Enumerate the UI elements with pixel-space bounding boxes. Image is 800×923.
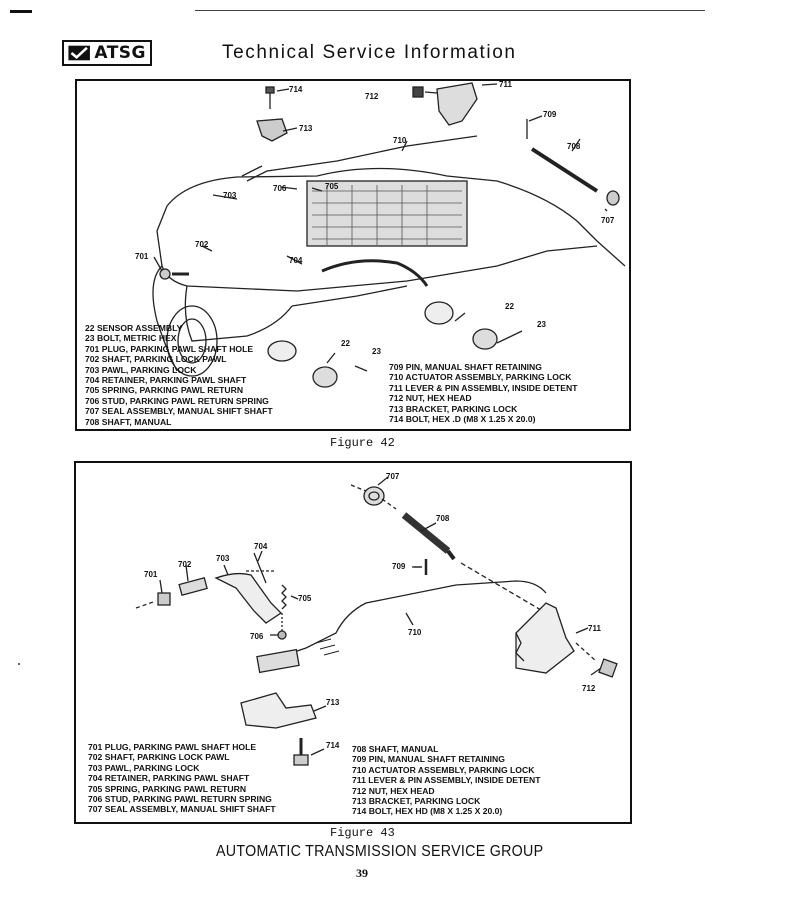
- legend-item: 713 BRACKET, PARKING LOCK: [352, 796, 481, 807]
- callout-22-b: 22: [341, 339, 350, 348]
- callout-711: 711: [588, 624, 601, 633]
- legend-item: 707 SEAL ASSEMBLY, MANUAL SHIFT SHAFT: [88, 804, 276, 815]
- top-rule-mark: [10, 10, 32, 13]
- callout-712: 712: [365, 92, 379, 101]
- figure-42-drawing: 714 712 711 709 713 710 708 703 706 705 …: [135, 81, 626, 388]
- callout-711: 711: [499, 81, 512, 89]
- callout-710: 710: [393, 136, 407, 145]
- legend-item: 709 PIN, MANUAL SHAFT RETAINING: [389, 362, 542, 372]
- atsg-logo: ATSG: [62, 40, 152, 66]
- legend-item: 704 RETAINER, PARKING PAWL SHAFT: [88, 773, 250, 784]
- legend-item: 703 PAWL, PARKING LOCK: [85, 364, 197, 375]
- legend-item: 706 STUD, PARKING PAWL RETURN SPRING: [85, 395, 269, 406]
- callout-713: 713: [326, 698, 340, 707]
- legend-item: 702 SHAFT, PARKING LOCK PAWL: [85, 354, 227, 365]
- legend-item: 706 STUD, PARKING PAWL RETURN SPRING: [88, 794, 272, 805]
- callout-704: 704: [289, 256, 303, 265]
- footer-organization: AUTOMATIC TRANSMISSION SERVICE GROUP: [216, 843, 544, 860]
- figure-42: 714 712 711 709 713 710 708 703 706 705 …: [75, 79, 631, 431]
- callout-707: 707: [386, 472, 400, 481]
- legend-item: 712 NUT, HEX HEAD: [389, 393, 472, 404]
- callout-708: 708: [567, 142, 581, 151]
- callout-23-a: 23: [537, 320, 546, 329]
- page-title: Technical Service Information: [222, 42, 517, 63]
- legend-item: 23 BOLT, METRIC HEX: [85, 333, 177, 344]
- scan-speck: [18, 663, 20, 665]
- callout-701: 701: [144, 570, 158, 579]
- callout-706: 706: [273, 184, 287, 193]
- checkmark-logo-icon: [68, 45, 90, 61]
- legend-item: 705 SPRING, PARKING PAWL RETURN: [85, 385, 244, 396]
- figure-43-caption: Figure 43: [330, 826, 395, 840]
- legend-item: 710 ACTUATOR ASSEMBLY, PARKING LOCK: [389, 372, 572, 383]
- callout-709: 709: [392, 562, 406, 571]
- callout-23-b: 23: [372, 347, 381, 356]
- logo-text: ATSG: [94, 43, 146, 63]
- top-rule: [195, 10, 705, 11]
- callout-703: 703: [223, 191, 237, 200]
- callout-707: 707: [601, 216, 615, 225]
- legend-item: 704 RETAINER, PARKING PAWL SHAFT: [85, 375, 247, 386]
- legend-item: 711 LEVER & PIN ASSEMBLY, INSIDE DETENT: [352, 775, 541, 786]
- legend-item: 714 BOLT, HEX .D (M8 X 1.25 X 20.0): [389, 414, 536, 425]
- callout-705: 705: [298, 594, 312, 603]
- legend-item: 707 SEAL ASSEMBLY, MANUAL SHIFT SHAFT: [85, 406, 273, 417]
- legend-item: 710 ACTUATOR ASSEMBLY, PARKING LOCK: [352, 764, 535, 775]
- legend-item: 701 PLUG, PARKING PAWL SHAFT HOLE: [88, 742, 257, 752]
- legend-item: 714 BOLT, HEX HD (M8 X 1.25 X 20.0): [352, 806, 503, 817]
- legend-item: 702 SHAFT, PARKING LOCK PAWL: [88, 752, 230, 763]
- legend-item: 708 SHAFT, MANUAL: [85, 416, 172, 427]
- legend-item: 711 LEVER & PIN ASSEMBLY, INSIDE DETENT: [389, 382, 578, 393]
- callout-702: 702: [195, 240, 209, 249]
- legend-item: 708 SHAFT, MANUAL: [352, 744, 439, 754]
- callout-713: 713: [299, 124, 313, 133]
- legend-item: 713 BRACKET, PARKING LOCK: [389, 403, 518, 414]
- legend-item: 22 SENSOR ASSEMBLY: [85, 323, 183, 333]
- legend-item: 712 NUT, HEX HEAD: [352, 785, 435, 796]
- legend-item: 701 PLUG, PARKING PAWL SHAFT HOLE: [85, 343, 254, 354]
- figure-42-legend-right: 709 PIN, MANUAL SHAFT RETAINING 710 ACTU…: [389, 362, 577, 424]
- figure-43-legend-right: 708 SHAFT, MANUAL 709 PIN, MANUAL SHAFT …: [352, 744, 540, 817]
- callout-702: 702: [178, 560, 192, 569]
- callout-714: 714: [326, 741, 340, 750]
- callout-709: 709: [543, 110, 557, 119]
- callout-710: 710: [408, 628, 422, 637]
- callout-701: 701: [135, 252, 149, 261]
- callout-704: 704: [254, 542, 268, 551]
- callout-22-a: 22: [505, 302, 514, 311]
- legend-item: 709 PIN, MANUAL SHAFT RETAINING: [352, 754, 505, 765]
- callout-712: 712: [582, 684, 596, 693]
- callout-708: 708: [436, 514, 450, 523]
- figure-42-legend-left: 22 SENSOR ASSEMBLY 23 BOLT, METRIC HEX 7…: [85, 323, 273, 427]
- callout-714: 714: [289, 85, 303, 94]
- legend-item: 703 PAWL, PARKING LOCK: [88, 762, 200, 773]
- legend-item: 705 SPRING, PARKING PAWL RETURN: [88, 783, 247, 794]
- callout-705: 705: [325, 182, 339, 191]
- figure-43: 707 708 704 703 702 701 709 705 706 710 …: [74, 461, 632, 824]
- figure-43-legend-left: 701 PLUG, PARKING PAWL SHAFT HOLE 702 SH…: [88, 742, 276, 815]
- figure-42-caption: Figure 42: [330, 436, 395, 450]
- callout-706: 706: [250, 632, 264, 641]
- callout-703: 703: [216, 554, 230, 563]
- page-number: 39: [356, 866, 368, 880]
- figure-43-drawing: 707 708 704 703 702 701 709 705 706 710 …: [135, 472, 618, 766]
